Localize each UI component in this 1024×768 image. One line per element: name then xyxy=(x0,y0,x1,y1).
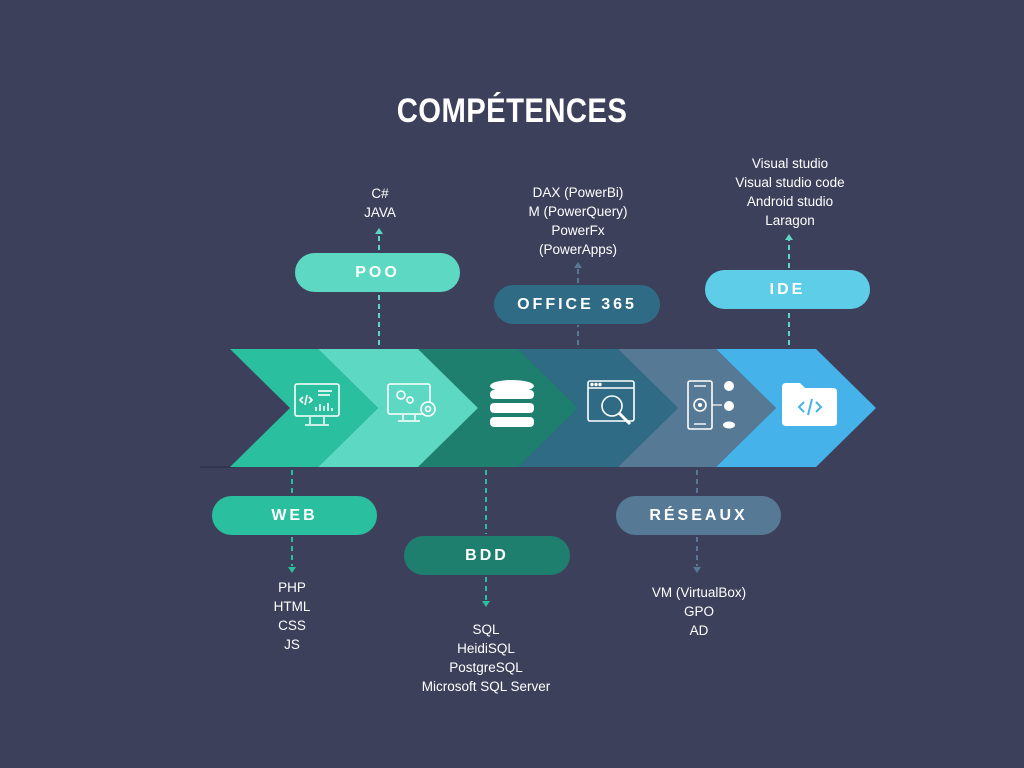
category-pill-web: WEB xyxy=(212,496,377,535)
list-item: DAX (PowerBi) xyxy=(532,185,624,200)
arrow-head-poo xyxy=(375,228,383,234)
list-item: JAVA xyxy=(364,205,396,220)
category-label: BDD xyxy=(465,546,509,564)
category-pill-reseaux: RÉSEAUX xyxy=(616,496,781,535)
list-item: AD xyxy=(689,623,709,638)
list-item: HeidiSQL xyxy=(457,641,515,656)
category-pill-ide: IDE xyxy=(705,270,870,309)
category-label: RÉSEAUX xyxy=(649,506,748,524)
reseaux-item-list: VM (VirtualBox) GPO AD xyxy=(622,583,776,640)
page-title: COMPÉTENCES xyxy=(396,92,628,130)
arrow-head-ide xyxy=(785,234,793,240)
code-monitor-icon xyxy=(294,383,340,426)
chevron-office xyxy=(518,349,678,467)
chevron-poo xyxy=(318,349,478,467)
bdd-item-list: SQL HeidiSQL PostgreSQL Microsoft SQL Se… xyxy=(396,620,576,696)
category-label: IDE xyxy=(769,280,806,298)
list-item: PowerFx xyxy=(551,223,605,238)
list-item: VM (VirtualBox) xyxy=(651,585,747,600)
list-item: HTML xyxy=(273,599,311,614)
office-365-item-list: DAX (PowerBi) M (PowerQuery) PowerFx (Po… xyxy=(498,183,658,259)
poo-item-list: C# JAVA xyxy=(320,184,440,222)
category-pill-poo: POO xyxy=(295,253,460,292)
list-item: CSS xyxy=(278,618,306,633)
list-item: Laragon xyxy=(765,213,815,228)
list-item: JS xyxy=(284,637,300,652)
list-item: (PowerApps) xyxy=(538,242,618,257)
web-item-list: PHP HTML CSS JS xyxy=(232,578,352,654)
list-item: GPO xyxy=(683,604,714,619)
ide-item-list: Visual studio Visual studio code Android… xyxy=(700,154,880,230)
category-pill-office-365: OFFICE 365 xyxy=(494,285,660,324)
category-label: OFFICE 365 xyxy=(517,295,637,313)
category-label: POO xyxy=(355,263,400,281)
database-icon xyxy=(490,380,534,427)
list-item: PostgreSQL xyxy=(449,660,523,675)
arrow-head-reseaux xyxy=(693,567,701,573)
list-item: M (PowerQuery) xyxy=(528,204,628,219)
code-folder-icon xyxy=(782,383,837,426)
category-label: WEB xyxy=(271,506,318,524)
list-item: C# xyxy=(371,186,389,201)
list-item: Android studio xyxy=(746,194,834,209)
chevron-reseaux xyxy=(618,349,776,467)
search-window-icon xyxy=(587,380,635,426)
list-item: Visual studio code xyxy=(735,175,845,190)
list-item: Microsoft SQL Server xyxy=(421,679,551,694)
settings-monitor-icon xyxy=(387,383,436,422)
chevron-web xyxy=(230,349,378,467)
network-settings-icon xyxy=(687,380,735,430)
category-pill-bdd: BDD xyxy=(404,536,570,575)
list-item: Visual studio xyxy=(751,156,829,171)
arrow-head-bdd xyxy=(482,601,490,607)
arrow-head-web xyxy=(288,567,296,573)
list-item: PHP xyxy=(278,580,306,595)
arrow-head-office xyxy=(574,262,582,268)
list-item: SQL xyxy=(472,622,500,637)
